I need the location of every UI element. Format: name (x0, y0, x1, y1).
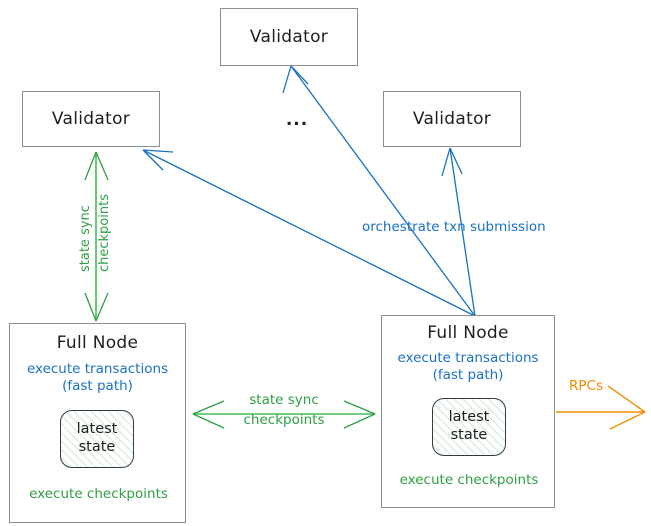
full-node-left-footer: execute checkpoints (29, 486, 168, 502)
state-sync-vertical-label-line2: checkpoints (97, 194, 112, 272)
full-node-right-title: Full Node (427, 323, 509, 343)
full-node-right-fastpath-line2: (fast path) (432, 366, 504, 383)
state-sync-horizontal-label-line2: checkpoints (243, 412, 325, 428)
validator-right-label: Validator (412, 109, 492, 129)
validator-top-label: Validator (249, 27, 329, 47)
validators-ellipsis: ... (285, 110, 309, 130)
full-node-left-fastpath-line1: execute transactions (26, 361, 169, 377)
arrow-orchestrate-to-validator-top (282, 65, 476, 317)
arrow-rpcs (556, 385, 646, 430)
latest-state-left-line1: latest (76, 421, 118, 438)
latest-state-box-left: latest state (60, 410, 134, 468)
latest-state-box-right: latest state (432, 398, 506, 456)
full-node-right-footer: execute checkpoints (399, 472, 539, 488)
latest-state-right-line1: latest (448, 409, 490, 426)
latest-state-right-line2: state (450, 427, 488, 443)
validator-box-right[interactable]: Validator (383, 91, 521, 147)
validator-box-left[interactable]: Validator (22, 91, 160, 147)
full-node-left-title: Full Node (56, 333, 139, 353)
full-node-box-right[interactable]: Full Node execute transactions (fast pat… (381, 315, 555, 508)
arrow-state-sync-horizontal (192, 400, 376, 429)
state-sync-vertical-label-line1: state sync (78, 205, 93, 272)
full-node-right-fastpath-line1: execute transactions (397, 350, 539, 366)
orchestrate-txn-submission-label: orchestrate txn submission (362, 219, 546, 235)
state-sync-horizontal-label-line1: state sync (249, 392, 319, 408)
arrow-orchestrate-to-validator-left (142, 149, 476, 317)
rpcs-label: RPCs (569, 378, 603, 394)
full-node-left-fastpath-line2: (fast path) (62, 377, 133, 394)
validator-box-top[interactable]: Validator (220, 8, 358, 66)
latest-state-left-line2: state (78, 439, 116, 455)
validator-left-label: Validator (51, 109, 131, 129)
arrow-orchestrate-to-validator-right (441, 147, 476, 317)
full-node-box-left[interactable]: Full Node execute transactions (fast pat… (9, 323, 186, 523)
arrow-state-sync-vertical (84, 151, 109, 322)
